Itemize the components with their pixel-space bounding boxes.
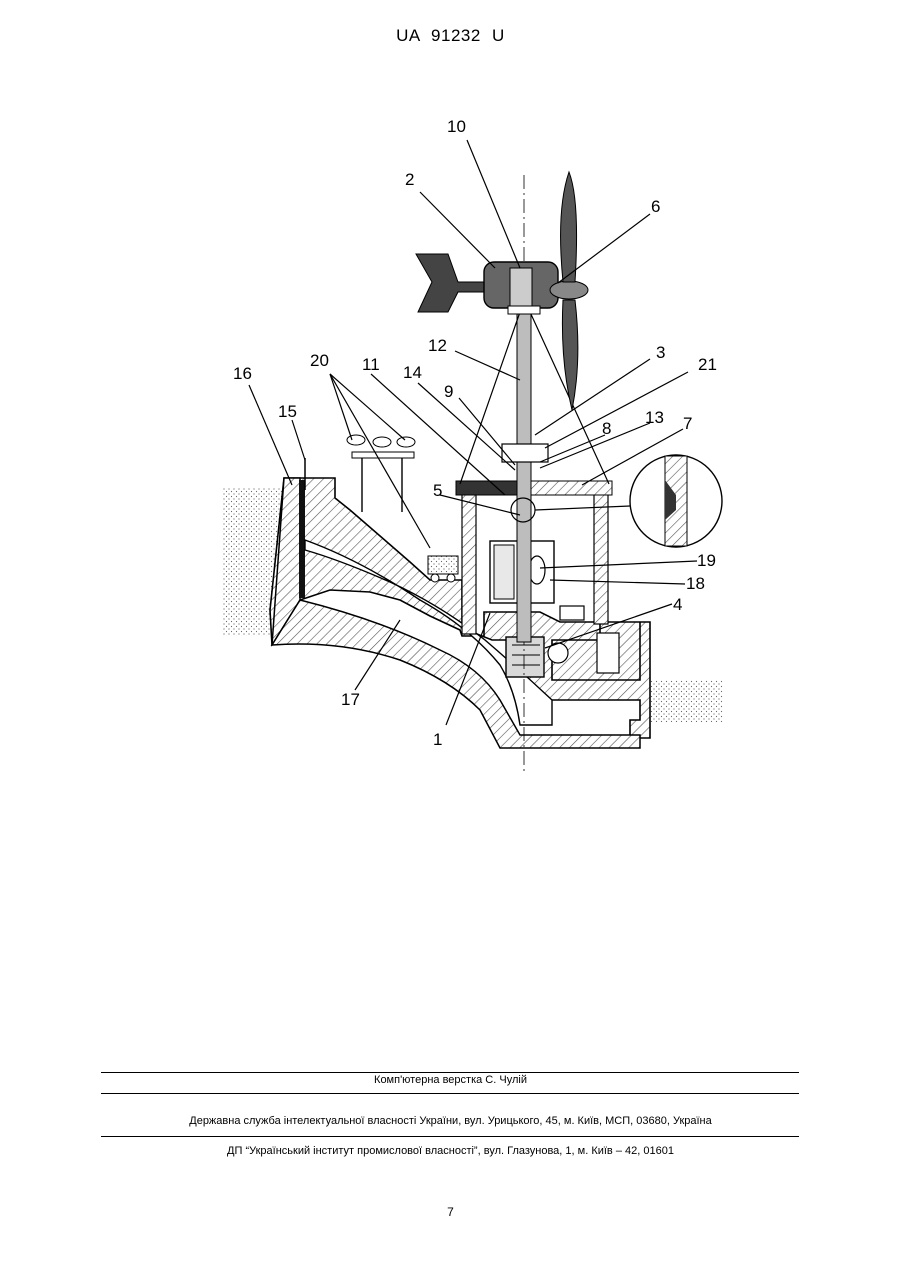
hoist-drum-2 xyxy=(373,437,391,447)
footer-rule-top xyxy=(101,1072,799,1073)
detail-arrow xyxy=(535,506,630,510)
roof-slab-left xyxy=(456,481,524,495)
callout-21: 21 xyxy=(698,355,717,374)
layout-credit: Комп'ютерна верстка С. Чулій xyxy=(0,1074,901,1086)
trash-screen xyxy=(299,480,305,598)
callout-16: 16 xyxy=(233,364,252,383)
page-number: 7 xyxy=(0,1205,901,1219)
room-opening xyxy=(560,606,584,620)
callout-1: 1 xyxy=(433,730,442,749)
clutch-box xyxy=(502,444,548,462)
service-window xyxy=(597,633,619,673)
callout-18: 18 xyxy=(686,574,705,593)
roof-slab-right xyxy=(530,481,612,495)
callout-15: 15 xyxy=(278,402,297,421)
callout-4: 4 xyxy=(673,595,682,614)
callout-7: 7 xyxy=(683,414,692,433)
blade-lower xyxy=(562,300,577,410)
nacelle-gear xyxy=(510,268,532,308)
generator-stator xyxy=(494,545,514,599)
lower-water xyxy=(651,680,723,722)
callout-6: 6 xyxy=(651,197,660,216)
tower-bearing xyxy=(508,306,540,314)
rotor-hub xyxy=(550,281,588,299)
callout-17: 17 xyxy=(341,690,360,709)
powerhouse-wall-left xyxy=(462,494,476,634)
turbine-runner xyxy=(506,637,544,677)
callout-12: 12 xyxy=(428,336,447,355)
callout-2: 2 xyxy=(405,170,414,189)
callout-9: 9 xyxy=(444,382,453,401)
callout-14: 14 xyxy=(403,363,422,382)
office-address: Державна служба інтелектуальної власност… xyxy=(0,1115,901,1127)
institute-address: ДП “Український інститут промислової вла… xyxy=(0,1145,901,1157)
vertical-shaft xyxy=(517,312,531,642)
hoist-frame-top xyxy=(352,452,414,458)
footer-rule-middle xyxy=(101,1093,799,1094)
callout-11: 11 xyxy=(362,355,380,374)
cart-wheel xyxy=(447,574,455,582)
callout-19: 19 xyxy=(697,551,716,570)
callout-5: 5 xyxy=(433,481,442,500)
callout-8: 8 xyxy=(602,419,611,438)
footer-rule-bottom xyxy=(101,1136,799,1137)
callout-13: 13 xyxy=(645,408,664,427)
cart-wheel xyxy=(431,574,439,582)
callout-10: 10 xyxy=(447,117,466,136)
blade-upper xyxy=(561,172,577,282)
control-cart xyxy=(428,556,458,574)
powerhouse-wall-right xyxy=(594,494,608,624)
hoist-drum-3 xyxy=(397,437,415,447)
hoist-drum-1 xyxy=(347,435,365,445)
tail-vane xyxy=(416,254,486,312)
callout-3: 3 xyxy=(656,343,665,362)
callout-20: 20 xyxy=(310,351,329,370)
